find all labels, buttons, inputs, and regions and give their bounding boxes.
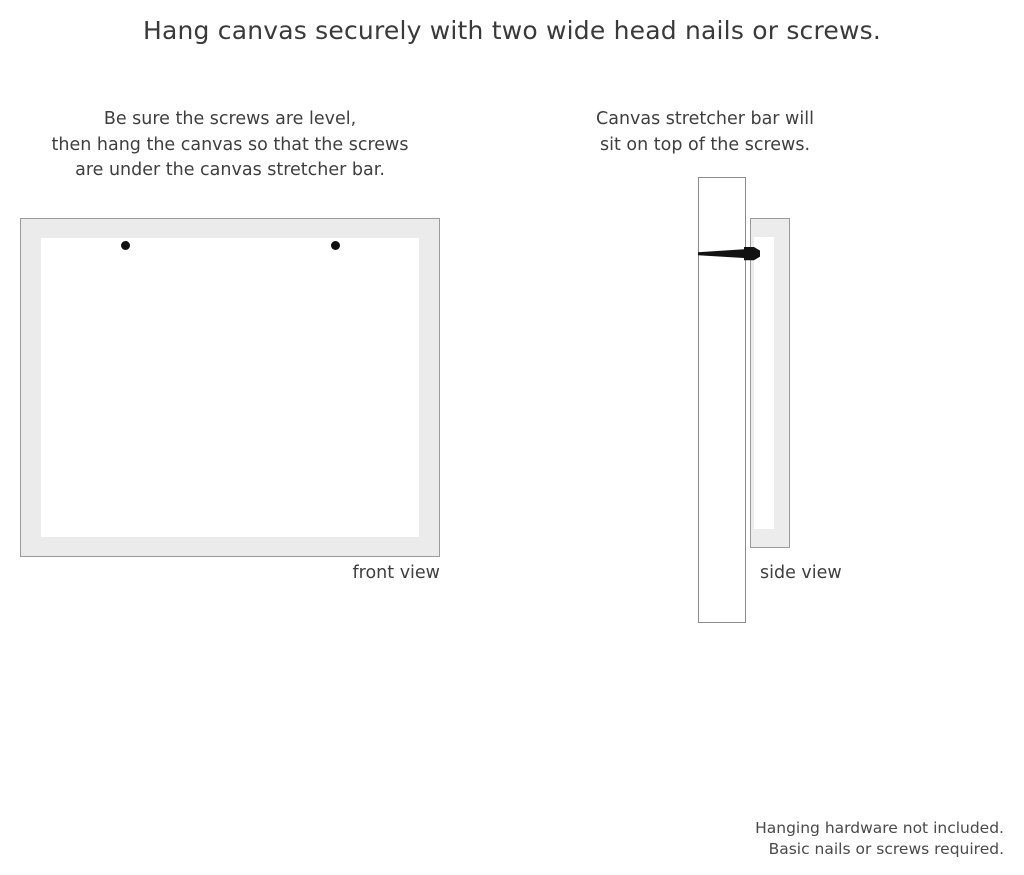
page-title: Hang canvas securely with two wide head … [142,16,882,45]
side-caption-line-2: sit on top of the screws. [599,134,811,155]
wall-cross-section [698,177,746,623]
side-caption-line-1: Canvas stretcher bar will [596,109,814,129]
front-caption-line-3: are under the canvas stretcher bar. [75,160,385,180]
side-view-label: side view [760,563,842,583]
side-view-caption: Canvas stretcher bar will sit on top of … [565,107,845,158]
canvas-face-side [754,237,774,529]
screw-side-profile-icon [698,247,760,261]
canvas-face-front [41,238,419,537]
footer-line-1: Hanging hardware not included. [755,819,1004,837]
front-caption-line-2: then hang the canvas so that the screws [51,134,409,155]
front-view-label: front view [352,563,441,583]
footer-line-2: Basic nails or screws required. [768,839,1004,858]
front-view-diagram [20,218,440,557]
side-view-diagram [698,177,818,624]
front-caption-line-1: Be sure the screws are level, [103,109,357,129]
footer-disclaimer: Hanging hardware not included. Basic nai… [604,818,1004,859]
screw-head-left-icon [121,241,130,250]
front-view-caption: Be sure the screws are level, then hang … [0,107,460,184]
screw-head-right-icon [331,241,340,250]
